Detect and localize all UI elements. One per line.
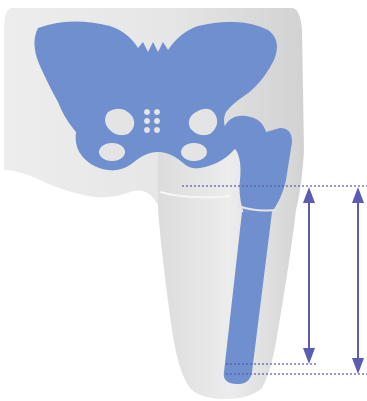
obturator-foramen-left	[99, 143, 125, 161]
measurement-arrow-short	[303, 187, 315, 364]
obturator-foramen-right	[181, 143, 207, 161]
measurement-arrow-long	[352, 187, 364, 374]
